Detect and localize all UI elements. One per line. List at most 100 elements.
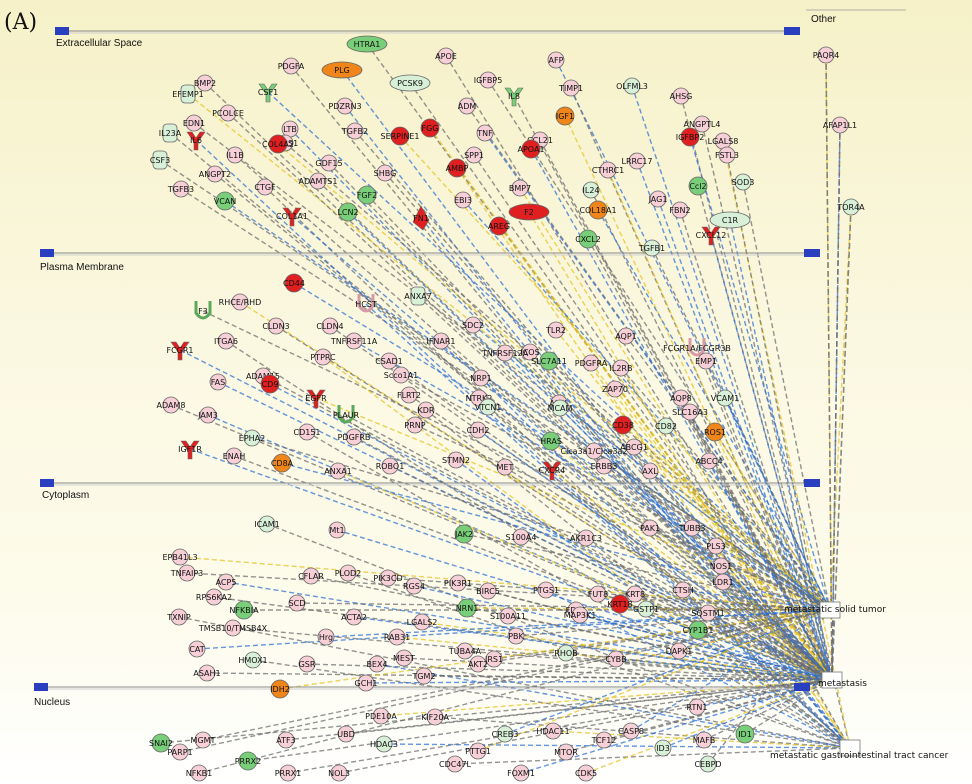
gene-node-s100a4[interactable]: S100A4	[506, 528, 537, 546]
gene-node-bmp7[interactable]: BMP7	[509, 179, 531, 197]
gene-node-afp[interactable]: AFP	[547, 51, 565, 69]
gene-node-shbg[interactable]: SHBG	[374, 164, 397, 182]
gene-node-tubb3[interactable]: TUBB3	[678, 519, 706, 537]
gene-node-pik3cd[interactable]: PIK3CD	[373, 569, 403, 587]
gene-node-tnfaip3[interactable]: TNFAIP3	[170, 564, 203, 582]
gene-node-col18a1[interactable]: COL18A1	[579, 200, 617, 220]
gene-node-prrx2[interactable]: PRRX2	[235, 751, 262, 771]
gene-node-scco1a1[interactable]: Scco1A1	[384, 366, 418, 384]
gene-node-id3[interactable]: ID3	[654, 739, 672, 757]
gene-node-olfml3[interactable]: OLFML3	[616, 77, 648, 95]
gene-node-apoe[interactable]: APOE	[435, 47, 457, 65]
gene-node-txnip[interactable]: TXNIP	[166, 608, 191, 626]
gene-node-krt8[interactable]: KRT8	[625, 585, 645, 603]
gene-node-il24[interactable]: IL24	[583, 181, 600, 199]
gene-node-cdh2[interactable]: CDH2	[467, 421, 490, 439]
gene-node-creb3[interactable]: CREB3	[492, 725, 519, 743]
gene-node-igf1r[interactable]: IGF1R	[178, 440, 202, 460]
gene-node-cd44[interactable]: CD44	[283, 273, 305, 293]
gene-node-pik3r1[interactable]: PIK3R1	[444, 574, 472, 592]
gene-node-sod3[interactable]: SOD3	[732, 173, 755, 191]
gene-node-hdac3[interactable]: HDAC3	[370, 735, 398, 753]
gene-node-hras[interactable]: HRAS	[540, 431, 562, 451]
gene-node-gstp1[interactable]: GSTP1	[633, 600, 659, 618]
gene-node-cd38[interactable]: CD38	[612, 415, 634, 435]
gene-node-ebi3[interactable]: EBI3	[454, 191, 472, 209]
gene-node-htra1[interactable]: HTRA1	[346, 35, 388, 53]
gene-node-cd9[interactable]: CD9	[260, 374, 280, 394]
gene-node-igfbp2[interactable]: IGFBP2	[676, 127, 705, 147]
gene-node-lrrc17[interactable]: LRRC17	[622, 152, 653, 170]
gene-node-il6[interactable]: IL6	[186, 131, 206, 151]
gene-node-il8[interactable]: IL8	[504, 87, 524, 107]
gene-node-pcsk9[interactable]: PCSK9	[389, 74, 431, 92]
gene-node-akr1c3[interactable]: AKR1C3	[570, 529, 602, 547]
gene-node-nfkb1[interactable]: NFKB1	[186, 764, 212, 782]
gene-node-pde10a[interactable]: PDE10A	[365, 707, 397, 725]
gene-node-anxa1[interactable]: ANXA1	[324, 462, 352, 480]
gene-node-angpt2[interactable]: ANGPT2	[199, 165, 231, 183]
gene-node-epha2[interactable]: EPHA2	[239, 429, 265, 447]
gene-node-gsr[interactable]: GSR	[299, 655, 316, 673]
gene-node-hrg[interactable]: Hrg	[317, 628, 335, 646]
gene-node-pdgfra[interactable]: PDGFRA	[575, 354, 608, 372]
gene-node-igf1[interactable]: IGF1	[555, 106, 575, 126]
gene-node-idh2[interactable]: IDH2	[270, 679, 290, 699]
gene-node-jam3[interactable]: JAM3	[197, 406, 218, 424]
gene-node-igfbp5[interactable]: IGFBP5	[474, 71, 503, 89]
gene-node-cldn4[interactable]: CLDN4	[316, 317, 344, 335]
gene-node-efemp1[interactable]: EFEMP1	[172, 84, 204, 104]
gene-node-cd151[interactable]: CD151	[293, 423, 321, 441]
gene-node-c1r[interactable]: C1R	[709, 211, 751, 229]
gene-node-tnfrsf12a[interactable]: TNFRSF12A	[481, 344, 529, 362]
gene-node-gch1[interactable]: GCH1	[355, 674, 378, 692]
gene-node-clca3a1-clca3a2[interactable]: Clca3a1/Clca3a2	[560, 442, 628, 460]
gene-node-cldn3[interactable]: CLDN3	[262, 317, 290, 335]
gene-node-gdf15[interactable]: GDF15	[315, 154, 343, 172]
gene-node-rgs4[interactable]: RGS4	[403, 577, 425, 595]
gene-node-tgfb3[interactable]: TGFB3	[167, 180, 194, 198]
gene-node-col4a2[interactable]: COL4A2	[262, 134, 294, 154]
gene-node-csf1[interactable]: CSF1	[258, 83, 278, 103]
gene-node-hcst[interactable]: HCST	[355, 294, 377, 313]
gene-node-adamts1[interactable]: ADAMTS1	[299, 172, 338, 190]
gene-node-fas[interactable]: FAS	[209, 373, 227, 391]
gene-node-s100a11[interactable]: S100A11	[490, 607, 526, 625]
gene-node-icos[interactable]: ICOS	[520, 343, 540, 361]
gene-node-hdac11[interactable]: HDAC11	[536, 722, 570, 740]
gene-node-tgfb1[interactable]: TGFB1	[638, 239, 665, 257]
gene-node-aqp1[interactable]: AQP1	[615, 327, 637, 345]
gene-node-f3[interactable]: F3	[194, 301, 212, 320]
gene-node-fbn2[interactable]: FBN2	[669, 201, 691, 219]
gene-node-cflar[interactable]: CFLAR	[298, 567, 324, 585]
gene-node-mest[interactable]: MEST	[393, 649, 415, 667]
gene-node-tgfb2[interactable]: TGFB2	[341, 122, 368, 140]
gene-node-cdc47l[interactable]: CDC47L	[439, 755, 472, 773]
gene-node-prrx1[interactable]: PRRX1	[275, 764, 302, 782]
gene-node-ctgf[interactable]: CTGF	[254, 178, 276, 196]
gene-node-nrn1[interactable]: NRN1	[456, 598, 479, 618]
gene-node-atf3[interactable]: ATF3	[276, 731, 296, 749]
gene-node-tcf12[interactable]: TCF12	[591, 731, 617, 749]
gene-node-axl[interactable]: AXL	[641, 462, 659, 480]
gene-node-csad1[interactable]: CSAD1	[375, 352, 403, 370]
gene-node-dapk1[interactable]: DAPK1	[666, 642, 693, 660]
gene-node-plaur[interactable]: PLAUR	[333, 405, 360, 424]
gene-node-kdr[interactable]: KDR	[418, 401, 435, 419]
gene-node-tmsb10-tmsb4x[interactable]: TMSB10/TMSB4X	[198, 619, 268, 637]
gene-node-fut8[interactable]: FUT8	[588, 585, 608, 603]
gene-node-pttg1[interactable]: PTTG1	[465, 742, 491, 760]
gene-node-areg[interactable]: AREG	[488, 216, 510, 236]
gene-node-cyp1b1[interactable]: CYP1B1	[683, 620, 714, 640]
gene-node-bmp2[interactable]: BMP2	[194, 74, 216, 92]
gene-node-tor4a[interactable]: TOR4A	[836, 198, 865, 216]
gene-node-pcolce[interactable]: PCOLCE	[212, 104, 244, 122]
gene-node-tgm2[interactable]: TGM2	[411, 667, 436, 685]
gene-node-il2rb[interactable]: IL2RB	[610, 359, 633, 377]
gene-node-cd8a[interactable]: CD8A	[271, 453, 294, 473]
gene-node-nfkbia[interactable]: NFKBIA	[229, 600, 259, 620]
gene-node-cxcl12[interactable]: CXCL12	[696, 226, 727, 246]
gene-node-cthrc1[interactable]: CTHRC1	[592, 161, 624, 179]
gene-node-aqp8[interactable]: AQP8	[670, 389, 692, 407]
gene-node-ubd[interactable]: UBD	[337, 725, 355, 743]
